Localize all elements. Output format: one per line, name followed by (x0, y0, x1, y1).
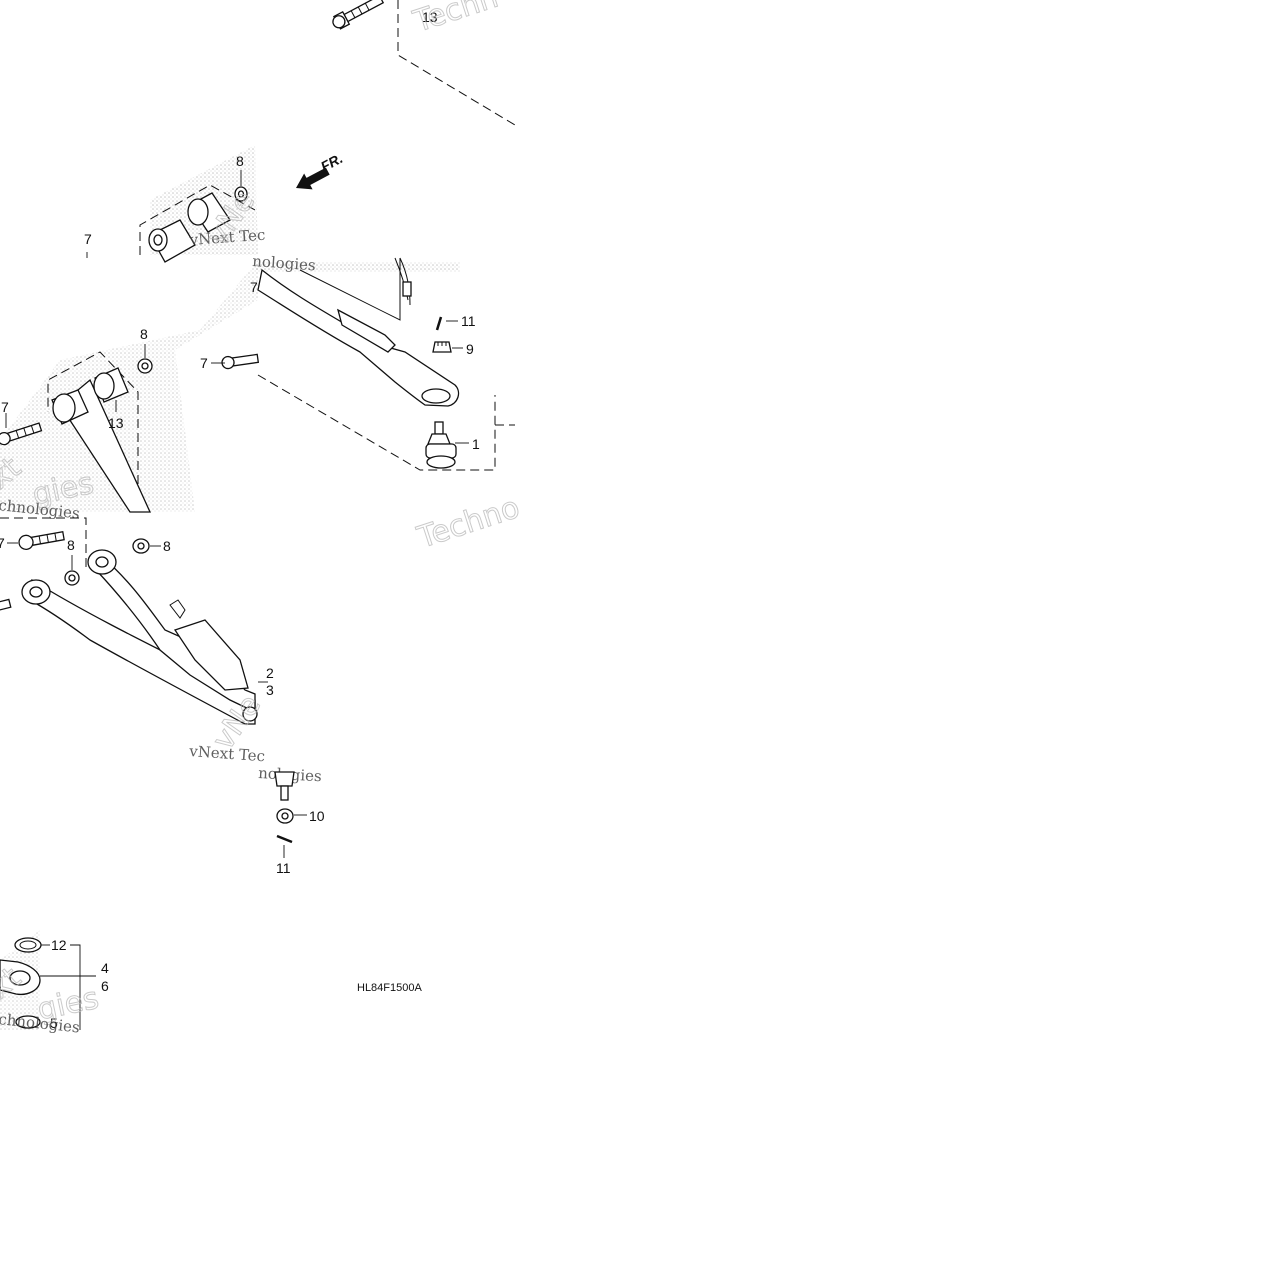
nut-icon (137, 358, 153, 374)
callout-6: 6 (101, 978, 109, 994)
watermark-text: vNext Tec (188, 742, 266, 765)
callout-2: 2 (266, 665, 274, 681)
background-screens (0, 145, 460, 1030)
arrow-left-icon (296, 167, 330, 190)
bushing-icon (187, 192, 231, 233)
watermark-text: Techno (413, 490, 524, 556)
bushing-icon (93, 367, 129, 403)
callout-5: 5 (50, 1015, 58, 1031)
front-direction-marker: FR. (296, 150, 345, 190)
snap-ring-group: 12 4 6 5 xt gies chnologies (0, 937, 109, 1037)
watermark-text: nologies (252, 252, 317, 274)
cotter-pin-icon (276, 834, 293, 844)
flange-bolt-icon (18, 531, 65, 550)
lower-arm-group: 7 8 8 2 3 vNext Tec vNe (0, 517, 274, 765)
callout-13-top: 13 (422, 9, 438, 25)
watermark-text: Techn (409, 0, 503, 40)
callout-12: 12 (51, 937, 67, 953)
callout-8-d: 8 (163, 538, 171, 554)
callout-7-e: 7 (0, 535, 5, 551)
callout-11-a: 11 (461, 313, 476, 329)
middle-bushing-group: 8 13 7 7 xt gies chnologies (0, 326, 260, 523)
upper-bolt-group: 13 Techn (332, 0, 516, 126)
callout-7-a: 7 (84, 231, 92, 247)
snap-ring-icon (15, 1015, 41, 1029)
figure-code: HL84F1500A (357, 982, 422, 994)
castle-nut-icon (432, 341, 452, 353)
callout-7-b: 7 (250, 279, 258, 295)
bolt-tip-icon (0, 598, 12, 612)
nut-icon (234, 186, 248, 202)
callout-8-c: 8 (67, 537, 75, 553)
nut-icon (64, 570, 80, 586)
ball-joint-stud-icon (274, 771, 295, 801)
callout-10: 10 (309, 808, 325, 824)
castle-nut-icon (276, 808, 294, 824)
bushing-icon (51, 389, 89, 425)
nut-icon (132, 538, 150, 554)
callout-9: 9 (466, 341, 474, 357)
flange-bolt-icon (221, 353, 260, 370)
callout-8-a: 8 (236, 153, 244, 169)
flange-bolt-icon (332, 0, 385, 30)
bushing-icon (148, 219, 196, 263)
cotter-pin-icon (435, 316, 443, 331)
callout-4: 4 (101, 960, 109, 976)
callout-13-mid: 13 (108, 415, 124, 431)
ball-joint-icon (425, 421, 457, 469)
callout-1: 1 (472, 436, 480, 452)
snap-ring-icon (14, 937, 42, 953)
watermark-text: vNext Tec (188, 226, 266, 249)
callout-7-c: 7 (200, 355, 208, 371)
flange-bolt-icon (0, 422, 43, 446)
upper-bushing-group: 8 7 vNext Tec vNe (84, 153, 266, 263)
callout-7-d: 7 (1, 399, 9, 415)
lower-ball-joint-group: nologies 10 11 (258, 764, 325, 876)
callout-8-b: 8 (140, 326, 148, 342)
upper-arm-group: nologies 7 11 9 1 Techno (250, 252, 524, 556)
callout-3: 3 (266, 682, 274, 698)
callout-11-b: 11 (276, 860, 291, 876)
